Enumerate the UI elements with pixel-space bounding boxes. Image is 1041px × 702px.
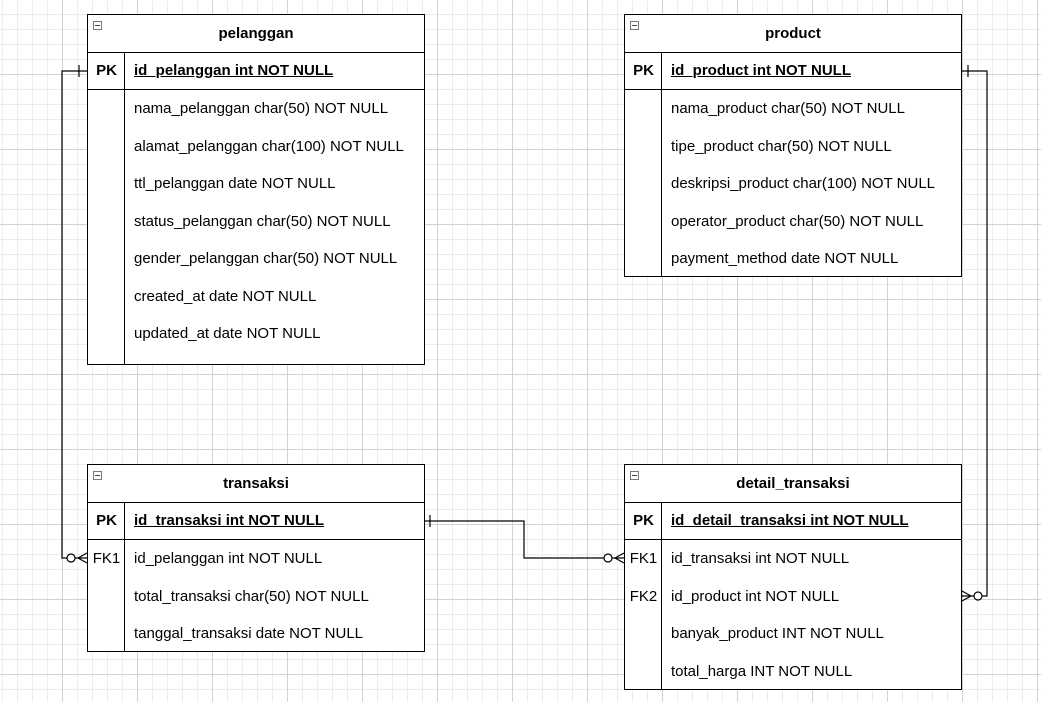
primary-key-section: PK id_detail_transaksi int NOT NULL (625, 503, 961, 540)
relationship-pelanggan-transaksi[interactable] (61, 65, 88, 564)
entity-title: transaksi (223, 475, 289, 492)
collapse-icon[interactable] (630, 21, 639, 30)
collapse-icon[interactable] (630, 471, 639, 480)
attribute-label: nama_product char(50) NOT NULL (671, 100, 905, 117)
key-column (88, 540, 125, 651)
attribute-row[interactable]: payment_method date NOT NULL (625, 240, 961, 278)
key-column (625, 53, 662, 89)
attribute-row[interactable]: gender_pelanggan char(50) NOT NULL (88, 240, 424, 278)
pk-row[interactable]: PK id_detail_transaksi int NOT NULL (625, 503, 961, 539)
key-column (625, 503, 662, 539)
pk-row[interactable]: PK id_pelanggan int NOT NULL (88, 53, 424, 89)
attribute-row[interactable]: updated_at date NOT NULL (88, 315, 424, 353)
attribute-label: id_pelanggan int NOT NULL (134, 62, 334, 79)
key-label: FK1 (92, 550, 121, 567)
attribute-row[interactable]: alamat_pelanggan char(100) NOT NULL (88, 128, 424, 166)
attribute-row[interactable]: nama_pelanggan char(50) NOT NULL (88, 90, 424, 128)
attribute-row[interactable]: deskripsi_product char(100) NOT NULL (625, 165, 961, 203)
attribute-section: FK1 id_pelanggan int NOT NULL total_tran… (88, 540, 424, 651)
entity-title: product (765, 25, 821, 42)
attribute-label: alamat_pelanggan char(100) NOT NULL (134, 137, 404, 155)
attribute-label: id_detail_transaksi int NOT NULL (671, 512, 909, 529)
key-label: PK (633, 512, 654, 529)
attribute-label: id_transaksi int NOT NULL (134, 512, 325, 529)
relationship-product-detail-transaksi[interactable] (961, 65, 988, 602)
entity-product[interactable]: product PK id_product int NOT NULL nama_… (624, 14, 962, 277)
entity-transaksi[interactable]: transaksi PK id_transaksi int NOT NULL F… (87, 464, 425, 652)
entity-pelanggan[interactable]: pelanggan PK id_pelanggan int NOT NULL n… (87, 14, 425, 365)
relationship-transaksi-detail-transaksi[interactable] (424, 515, 625, 564)
attribute-row[interactable]: FK2 id_product int NOT NULL (625, 578, 961, 616)
attribute-label: id_pelanggan int NOT NULL (134, 550, 323, 567)
collapse-icon[interactable] (93, 21, 102, 30)
pk-row[interactable]: PK id_product int NOT NULL (625, 53, 961, 89)
attribute-row[interactable]: operator_product char(50) NOT NULL (625, 203, 961, 241)
key-label: PK (96, 512, 117, 529)
attribute-row[interactable]: total_harga INT NOT NULL (625, 653, 961, 691)
attribute-row[interactable]: ttl_pelanggan date NOT NULL (88, 165, 424, 203)
attribute-label: updated_at date NOT NULL (134, 325, 321, 342)
attribute-row[interactable]: tanggal_transaksi date NOT NULL (88, 615, 424, 653)
attribute-row[interactable]: total_transaksi char(50) NOT NULL (88, 578, 424, 616)
primary-key-section: PK id_pelanggan int NOT NULL (88, 53, 424, 90)
attribute-row[interactable]: tipe_product char(50) NOT NULL (625, 128, 961, 166)
attribute-row[interactable]: created_at date NOT NULL (88, 278, 424, 316)
key-column (88, 53, 125, 89)
key-label: FK1 (629, 550, 658, 567)
attribute-label: operator_product char(50) NOT NULL (671, 212, 924, 230)
attribute-row[interactable]: status_pelanggan char(50) NOT NULL (88, 203, 424, 241)
attribute-label: deskripsi_product char(100) NOT NULL (671, 175, 936, 192)
attribute-section: nama_pelanggan char(50) NOT NULL alamat_… (88, 90, 424, 364)
entity-detail-transaksi[interactable]: detail_transaksi PK id_detail_transaksi … (624, 464, 962, 690)
attribute-label: tanggal_transaksi date NOT NULL (134, 625, 364, 642)
entity-title: detail_transaksi (736, 475, 850, 492)
attribute-label: total_transaksi char(50) NOT NULL (134, 587, 369, 605)
attribute-row[interactable]: banyak_product INT NOT NULL (625, 615, 961, 653)
entity-header: product (625, 15, 961, 53)
attribute-label: total_harga INT NOT NULL (671, 662, 853, 680)
attribute-label: ttl_pelanggan date NOT NULL (134, 175, 336, 192)
key-label: PK (96, 62, 117, 79)
key-column (88, 90, 125, 364)
key-column (88, 503, 125, 539)
primary-key-section: PK id_transaksi int NOT NULL (88, 503, 424, 540)
attribute-section: nama_product char(50) NOT NULL tipe_prod… (625, 90, 961, 276)
key-label: PK (633, 62, 654, 79)
attribute-label: tipe_product char(50) NOT NULL (671, 137, 892, 155)
attribute-label: nama_pelanggan char(50) NOT NULL (134, 100, 389, 117)
attribute-label: created_at date NOT NULL (134, 287, 317, 305)
attribute-row[interactable]: nama_product char(50) NOT NULL (625, 90, 961, 128)
attribute-section: FK1 id_transaksi int NOT NULL FK2 id_pro… (625, 540, 961, 689)
attribute-row[interactable]: FK1 id_transaksi int NOT NULL (625, 540, 961, 578)
primary-key-section: PK id_product int NOT NULL (625, 53, 961, 90)
attribute-label: id_product int NOT NULL (671, 62, 851, 79)
collapse-icon[interactable] (93, 471, 102, 480)
entity-header: pelanggan (88, 15, 424, 53)
entity-header: detail_transaksi (625, 465, 961, 503)
attribute-label: payment_method date NOT NULL (671, 250, 899, 267)
key-column (625, 90, 662, 276)
key-label: FK2 (629, 587, 658, 605)
attribute-label: id_product int NOT NULL (671, 587, 840, 605)
attribute-row[interactable]: FK1 id_pelanggan int NOT NULL (88, 540, 424, 578)
attribute-label: id_transaksi int NOT NULL (671, 550, 850, 567)
key-column (625, 540, 662, 689)
attribute-label: banyak_product INT NOT NULL (671, 625, 884, 642)
attribute-label: gender_pelanggan char(50) NOT NULL (134, 250, 398, 267)
entity-header: transaksi (88, 465, 424, 503)
pk-row[interactable]: PK id_transaksi int NOT NULL (88, 503, 424, 539)
attribute-label: status_pelanggan char(50) NOT NULL (134, 212, 391, 230)
entity-title: pelanggan (218, 25, 294, 42)
